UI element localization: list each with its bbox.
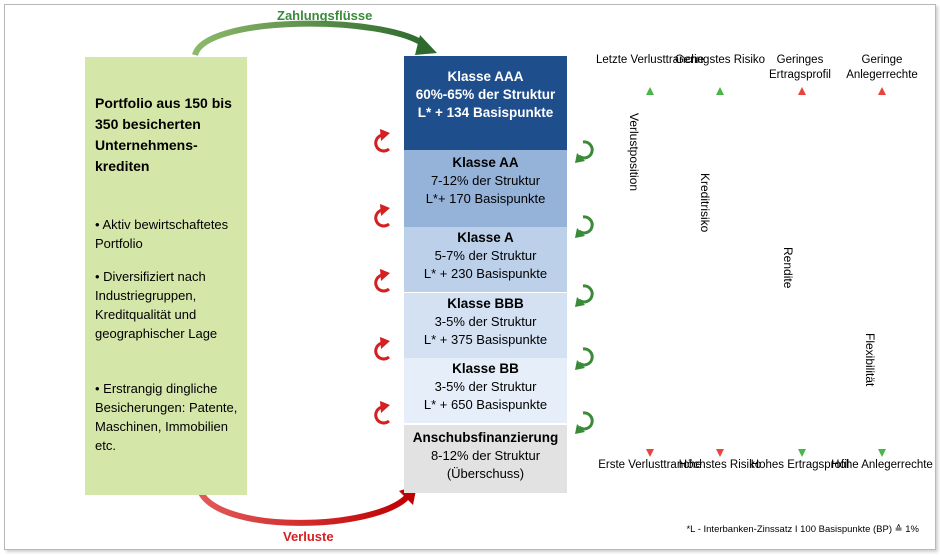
red-curl-icon [374, 273, 390, 293]
scale-axis-label: Flexibilität [863, 333, 877, 387]
scale-arrowhead-down [798, 449, 806, 457]
green-curl-icon [578, 347, 594, 367]
scale-top-label: Geringes Ertragsprofil [769, 54, 831, 81]
payment-flow-arrow [192, 20, 427, 57]
footnote: *L - Interbanken-Zinssatz I 100 Basispun… [686, 524, 919, 535]
scale-top-label: Geringe Anlegerrechte [846, 54, 918, 81]
red-curl-heads [380, 129, 390, 413]
tranche-share: 60%-65% der Struktur [415, 87, 556, 102]
green-curl-arrows [578, 140, 594, 431]
tranche-name: Klasse A [457, 230, 514, 245]
tranche-spread: L*+ 170 Basispunkte [425, 191, 546, 206]
scale-arrowhead-up [716, 87, 724, 95]
scale-axis-label: Rendite [781, 247, 795, 289]
red-curl-icon [374, 133, 390, 153]
arrow-layer [192, 20, 886, 526]
tranche-equity: Anschubsfinanzierung 8-12% der Struktur … [404, 425, 567, 493]
portfolio-title: Portfolio aus 150 bis 350 besicherten Un… [95, 95, 232, 174]
red-curl-icon [374, 208, 390, 228]
tranche-share: 8-12% der Struktur [430, 448, 541, 463]
red-curl-arrows [374, 133, 390, 425]
tranche-spread: (Überschuss) [446, 466, 525, 481]
tranche-name: Anschubsfinanzierung [412, 430, 559, 445]
tranche-aaa: Klasse AAA 60%-65% der Struktur L* + 134… [404, 56, 567, 161]
scale-arrowhead-down [878, 449, 886, 457]
payment-flow-arrowhead [415, 35, 437, 55]
tranche-spread: L* + 134 Basispunkte [417, 105, 554, 120]
tranche-a: Klasse A 5-7% der Struktur L* + 230 Basi… [404, 227, 567, 292]
tranche-share: 3-5% der Struktur [434, 314, 537, 329]
green-curl-icon [578, 215, 594, 235]
scale-axis-label: Verlustposition [627, 113, 641, 192]
tranche-name: Klasse BB [452, 361, 519, 376]
scale-arrowhead-up [878, 87, 886, 95]
tranche-name: Klasse AAA [447, 69, 524, 84]
scale-bottom-label: Hohes Ertragsprofil [750, 459, 850, 471]
scale-bottom-label: Erste Verlusttranche [598, 459, 702, 471]
red-curl-icon [374, 341, 390, 361]
tranche-share: 7-12% der Struktur [430, 173, 541, 188]
green-curl-heads [575, 153, 585, 434]
scale-arrowhead-down [646, 449, 654, 457]
red-curl-icon [374, 405, 390, 425]
loss-flow-label: Verluste [283, 529, 334, 544]
green-curl-icon [578, 284, 594, 304]
tranche-spread: L* + 375 Basispunkte [423, 332, 548, 347]
scale-axis-label: Kreditrisiko [698, 173, 712, 233]
portfolio-bullet: • Erstrangig dingliche Besicherungen: Pa… [95, 381, 238, 453]
tranche-share: 3-5% der Struktur [434, 379, 537, 394]
payment-flow-label: Zahlungsflüsse [277, 8, 373, 23]
tranche-spread: L* + 230 Basispunkte [423, 266, 548, 281]
tranche-spread: L* + 650 Basispunkte [423, 397, 548, 412]
tranche-bbb: Klasse BBB 3-5% der Struktur L* + 375 Ba… [404, 293, 567, 358]
green-curl-icon [578, 411, 594, 431]
scale-top-label: Geringstes Risiko [674, 54, 766, 66]
portfolio-bullet: • Aktiv bewirtschaftetes Portfolio [95, 217, 229, 251]
tranche-aa: Klasse AA 7-12% der Struktur L*+ 170 Bas… [404, 150, 567, 227]
tranche-name: Klasse AA [452, 155, 519, 170]
loss-flow-arrow [197, 489, 410, 526]
tranche-bb: Klasse BB 3-5% der Struktur L* + 650 Bas… [404, 358, 567, 423]
scale-bottom-label: Höchstes Risiko [678, 459, 762, 471]
scale-arrowhead-up [646, 87, 654, 95]
portfolio-bullet: • Diversifiziert nach Industriegruppen, … [95, 269, 218, 341]
tranche-share: 5-7% der Struktur [434, 248, 537, 263]
scale-top-label: Letzte Verlusttranche [595, 54, 705, 66]
scale-bottom-label: Hohe Anlegerrechte [831, 459, 933, 471]
portfolio-box: Portfolio aus 150 bis 350 besicherten Un… [85, 57, 247, 495]
tranche-name: Klasse BBB [447, 296, 524, 311]
green-curl-icon [578, 140, 594, 160]
scale-arrowhead-up [798, 87, 806, 95]
diagram-frame: Zahlungsflüsse Verluste Portfolio aus 15… [4, 4, 936, 550]
scale-arrowhead-down [716, 449, 724, 457]
